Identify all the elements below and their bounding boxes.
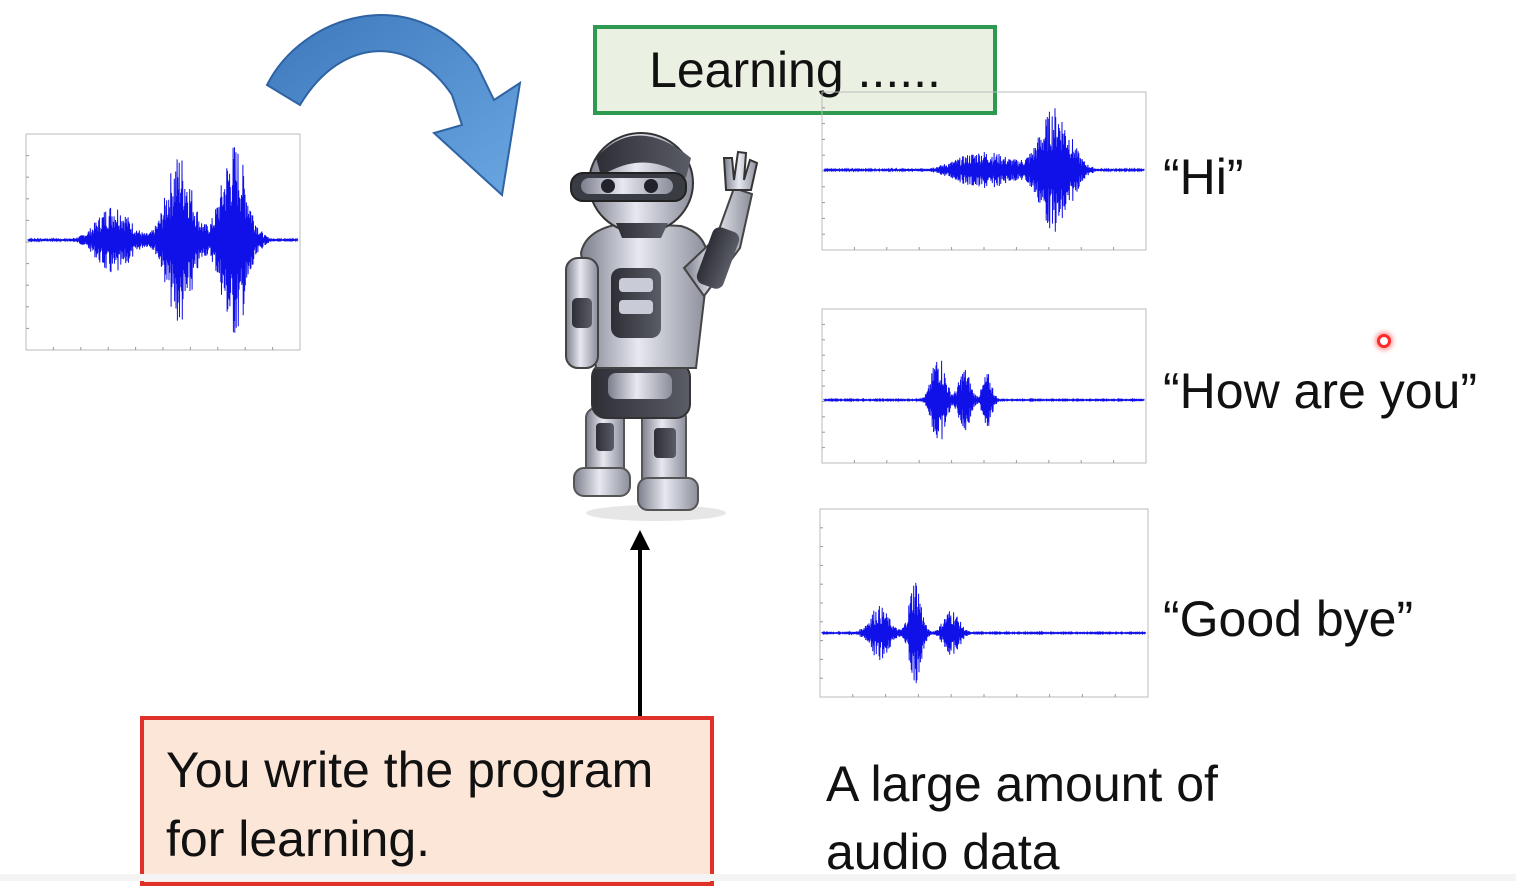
learning-status-box: Learning ...... [593, 25, 997, 115]
curved-arrow-icon [265, 14, 522, 197]
waveform-trace [823, 360, 1145, 440]
program-line-2: for learning. [166, 811, 431, 867]
waveform-trace [27, 147, 299, 333]
how-are-you-waveform-panel [796, 305, 1156, 487]
learning-label: Learning ...... [649, 42, 941, 98]
bottom-strip [0, 874, 1516, 881]
input-waveform-panel [12, 128, 304, 373]
program-line-1: You write the program [166, 742, 654, 798]
waveform-trace [823, 108, 1145, 232]
audio-data-caption: A large amount of audio data [826, 750, 1218, 886]
caption-line-1: A large amount of [826, 756, 1218, 812]
waveform-icon [821, 308, 1147, 464]
laser-pointer-dot [1377, 334, 1391, 348]
caption-line-2: audio data [826, 824, 1060, 880]
program-instruction-box: You write the program for learning. [140, 716, 714, 886]
robot-icon [565, 132, 759, 521]
waveform-trace [821, 582, 1147, 684]
good-bye-waveform-panel [792, 505, 1158, 720]
hi-waveform-panel [796, 88, 1156, 278]
label-how-are-you: “How are you” [1163, 363, 1477, 419]
waveform-icon [25, 133, 301, 351]
waveform-icon [819, 508, 1149, 698]
label-good-bye: “Good bye” [1163, 591, 1414, 647]
label-hi: “Hi” [1163, 149, 1244, 205]
waveform-icon [821, 91, 1147, 251]
up-arrow-icon [630, 530, 650, 720]
